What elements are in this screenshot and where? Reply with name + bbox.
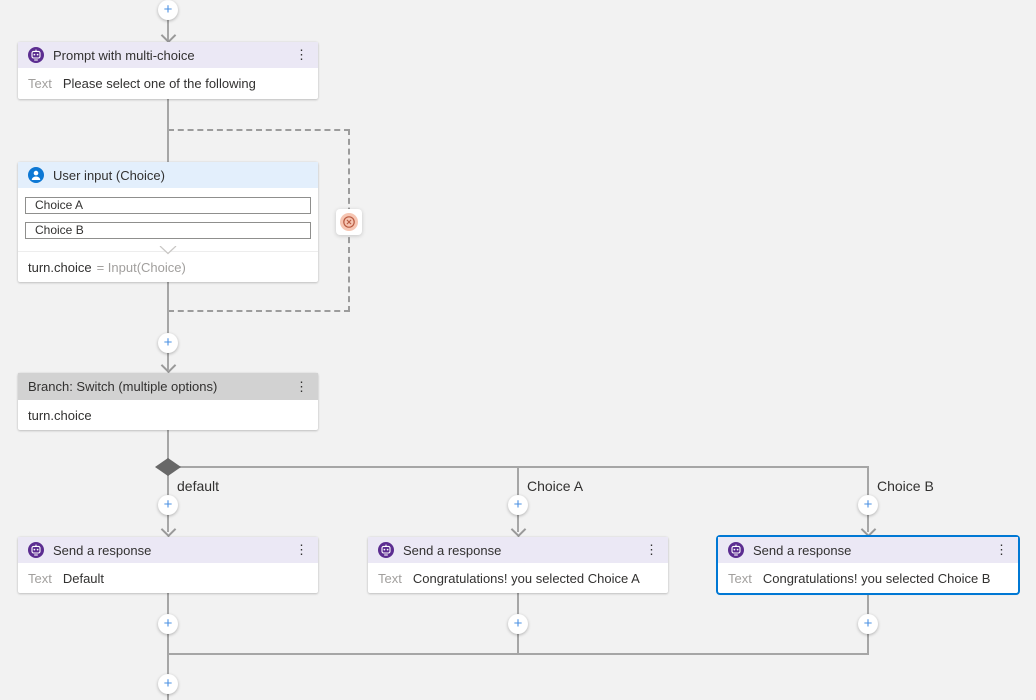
- loop-terminator-button[interactable]: [336, 209, 362, 235]
- connector-line: [167, 430, 169, 468]
- branch-label-choice-b: Choice B: [877, 478, 934, 494]
- kebab-menu-icon[interactable]: ⋮: [645, 542, 658, 557]
- connector-line: [167, 282, 169, 370]
- node-title: Send a response: [53, 542, 152, 558]
- field-label: Text: [28, 570, 52, 586]
- node-title: Prompt with multi-choice: [53, 47, 195, 63]
- field-label: Text: [378, 570, 402, 586]
- connector-line: [167, 0, 169, 42]
- insert-step-button[interactable]: +: [158, 614, 178, 634]
- send-response-node-default[interactable]: Send a response ⋮ Text Default: [18, 537, 318, 593]
- arrowhead-icon: [160, 357, 177, 374]
- bot-chat-icon: [378, 542, 394, 558]
- person-icon: [28, 167, 44, 183]
- field-label: Text: [28, 76, 52, 91]
- insert-step-button[interactable]: +: [858, 614, 878, 634]
- connector-line: [167, 98, 169, 162]
- collapse-notch-icon: [159, 246, 177, 255]
- send-response-node-choice-a[interactable]: Send a response ⋮ Text Congratulations! …: [368, 537, 668, 593]
- field-value: Congratulations! you selected Choice A: [412, 570, 640, 586]
- insert-step-button[interactable]: +: [158, 333, 178, 353]
- insert-step-button[interactable]: +: [158, 674, 178, 694]
- node-title: Send a response: [753, 542, 852, 558]
- node-title: Send a response: [403, 542, 502, 558]
- circled-x-icon: [340, 213, 358, 231]
- choice-item: Choice B: [25, 222, 311, 239]
- user-input-node[interactable]: User input (Choice) Choice A Choice B tu…: [18, 162, 318, 282]
- arrowhead-icon: [160, 521, 177, 538]
- branch-label-choice-a: Choice A: [527, 478, 584, 494]
- field-value: Congratulations! you selected Choice B: [762, 570, 991, 586]
- kebab-menu-icon[interactable]: ⋮: [295, 378, 308, 394]
- insert-step-button[interactable]: +: [158, 0, 178, 20]
- arrowhead-icon: [160, 27, 177, 44]
- node-title: Branch: Switch (multiple options): [28, 379, 218, 394]
- choice-list: Choice A Choice B: [18, 188, 318, 251]
- insert-step-button[interactable]: +: [508, 495, 528, 515]
- kebab-menu-icon[interactable]: ⋮: [295, 47, 308, 62]
- insert-step-button[interactable]: +: [858, 495, 878, 515]
- switch-diamond-icon: [155, 458, 181, 476]
- field-value: Default: [62, 570, 105, 586]
- assignment-row: turn.choice = Input(Choice): [18, 246, 318, 282]
- bot-chat-icon: [728, 542, 744, 558]
- branch-label-default: default: [177, 478, 220, 494]
- arrowhead-icon: [860, 521, 877, 538]
- prompt-multichoice-node[interactable]: Prompt with multi-choice ⋮ Text Please s…: [18, 42, 318, 99]
- insert-step-button[interactable]: +: [508, 614, 528, 634]
- branch-merge-line: [167, 653, 869, 655]
- assignment-variable: turn.choice: [28, 259, 92, 275]
- branch-split-line: [167, 466, 869, 468]
- arrowhead-icon: [510, 521, 527, 538]
- bot-chat-icon: [28, 542, 44, 558]
- connector-line: [167, 593, 169, 700]
- field-value: Please select one of the following: [62, 76, 256, 91]
- kebab-menu-icon[interactable]: ⋮: [995, 542, 1008, 557]
- field-label: Text: [728, 570, 752, 586]
- switch-condition: turn.choice: [28, 407, 92, 423]
- branch-switch-node[interactable]: Branch: Switch (multiple options) ⋮ turn…: [18, 373, 318, 430]
- insert-step-button[interactable]: +: [158, 495, 178, 515]
- bot-chat-icon: [28, 47, 44, 63]
- kebab-menu-icon[interactable]: ⋮: [295, 542, 308, 557]
- node-title: User input (Choice): [53, 167, 165, 183]
- send-response-node-choice-b[interactable]: Send a response ⋮ Text Congratulations! …: [718, 537, 1018, 593]
- choice-item: Choice A: [25, 197, 311, 214]
- assignment-expression: = Input(Choice): [96, 259, 186, 275]
